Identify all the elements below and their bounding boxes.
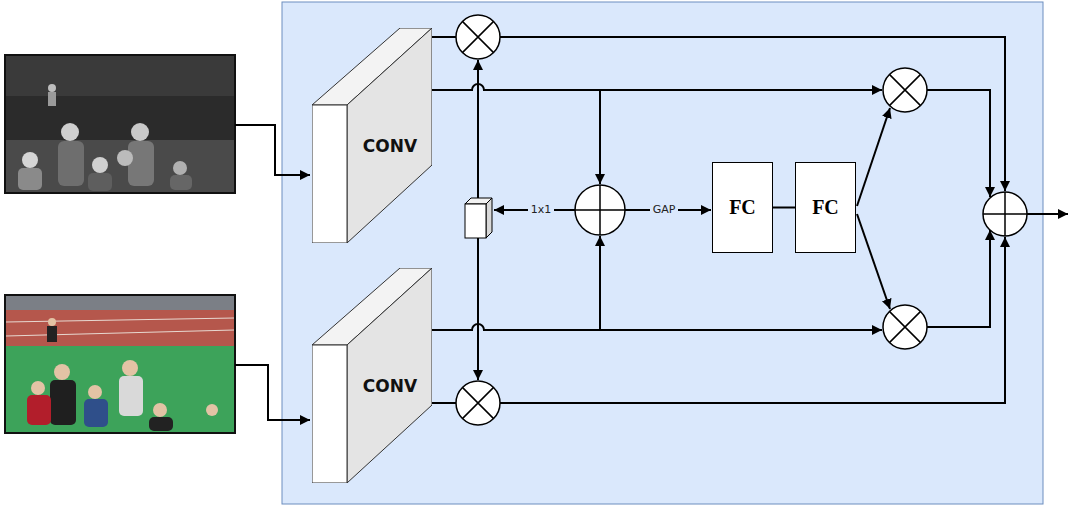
drawing-path bbox=[599, 236, 601, 330]
drawing-path bbox=[432, 84, 882, 90]
drawing-rect bbox=[27, 395, 51, 425]
drawing-path bbox=[432, 36, 456, 38]
drawing-rect bbox=[119, 376, 143, 416]
conv-layer-box: CONV bbox=[312, 28, 432, 243]
drawing-path bbox=[432, 324, 882, 330]
drawing-rect bbox=[48, 92, 56, 106]
drawing-path bbox=[500, 237, 1005, 403]
drawing-path bbox=[462, 387, 493, 418]
drawing-rect bbox=[5, 55, 235, 193]
drawing-rect bbox=[170, 175, 192, 190]
drawing-path bbox=[1027, 213, 1068, 215]
layer-name: FC bbox=[729, 196, 756, 219]
drawing-path bbox=[857, 108, 890, 206]
drawing-path bbox=[432, 402, 456, 404]
drawing-circle bbox=[48, 84, 56, 92]
drawing-circle bbox=[153, 403, 167, 417]
conv-side-face bbox=[347, 28, 432, 243]
drawing-path bbox=[575, 185, 625, 235]
layer-name: CONV bbox=[363, 376, 417, 396]
conv1x1-cube bbox=[465, 198, 492, 238]
conv-layer-box: CONV bbox=[312, 268, 432, 483]
drawing-circle bbox=[92, 157, 108, 173]
layer-name: FC bbox=[812, 196, 839, 219]
drawing-path bbox=[983, 192, 1027, 236]
conv-block-shape bbox=[312, 268, 432, 483]
fc-layer-box: FC bbox=[712, 162, 773, 253]
drawing-rect bbox=[50, 380, 76, 425]
drawing-polygon bbox=[486, 198, 492, 238]
drawing-line bbox=[6, 330, 234, 336]
drawing-circle bbox=[122, 360, 138, 376]
drawing-line bbox=[6, 318, 234, 322]
drawing-circle bbox=[173, 161, 187, 175]
drawing-path bbox=[927, 90, 990, 197]
pool-label: GAP bbox=[650, 203, 679, 217]
drawing-circle bbox=[61, 123, 79, 141]
conv-front-face bbox=[312, 345, 347, 483]
op-label: 1x1 bbox=[528, 203, 555, 217]
drawing-rect bbox=[5, 295, 235, 433]
drawing-path bbox=[599, 90, 601, 184]
drawing-circle bbox=[456, 381, 500, 425]
drawing-path bbox=[235, 125, 310, 175]
drawing-circle bbox=[117, 150, 133, 166]
drawing-circle bbox=[31, 381, 45, 395]
fc-layer-box: FC bbox=[795, 162, 856, 253]
drawing-circle bbox=[883, 305, 927, 349]
drawing-circle bbox=[206, 404, 218, 416]
conv-front-face bbox=[312, 105, 347, 243]
color-photo bbox=[5, 295, 235, 433]
drawing-path bbox=[889, 74, 920, 105]
layer-name: CONV bbox=[363, 136, 417, 156]
drawing-rect bbox=[149, 417, 173, 431]
drawing-rect bbox=[18, 168, 42, 190]
drawing-rect bbox=[47, 326, 57, 342]
drawing-circle bbox=[575, 185, 625, 235]
drawing-rect bbox=[6, 296, 234, 310]
conv-block-shape bbox=[312, 28, 432, 243]
multiply-symbols bbox=[456, 15, 927, 425]
drawing-path bbox=[477, 238, 479, 380]
drawing-rect bbox=[84, 399, 108, 427]
drawing-rect bbox=[6, 140, 234, 192]
drawing-circle bbox=[22, 152, 38, 168]
infrared-photo bbox=[5, 55, 235, 193]
drawing-path bbox=[235, 365, 310, 420]
drawing-path bbox=[889, 311, 920, 342]
drawing-rect bbox=[128, 141, 154, 186]
drawing-path bbox=[477, 60, 479, 200]
drawing-rect bbox=[465, 204, 486, 238]
drawing-rect bbox=[6, 56, 234, 96]
drawing-path bbox=[927, 230, 990, 327]
drawing-circle bbox=[48, 318, 56, 326]
drawing-rect bbox=[88, 173, 112, 191]
drawing-circle bbox=[54, 364, 70, 380]
drawing-rect bbox=[6, 310, 234, 346]
module-panel bbox=[282, 2, 1043, 504]
connector bbox=[773, 207, 795, 209]
drawing-circle bbox=[983, 192, 1027, 236]
drawing-circle bbox=[88, 385, 102, 399]
drawing-rect bbox=[58, 141, 84, 186]
drawing-circle bbox=[883, 68, 927, 112]
drawing-path bbox=[462, 21, 493, 52]
drawing-path bbox=[857, 214, 890, 309]
drawing-circle bbox=[131, 123, 149, 141]
drawing-circle bbox=[456, 15, 500, 59]
conv-side-face bbox=[347, 268, 432, 483]
